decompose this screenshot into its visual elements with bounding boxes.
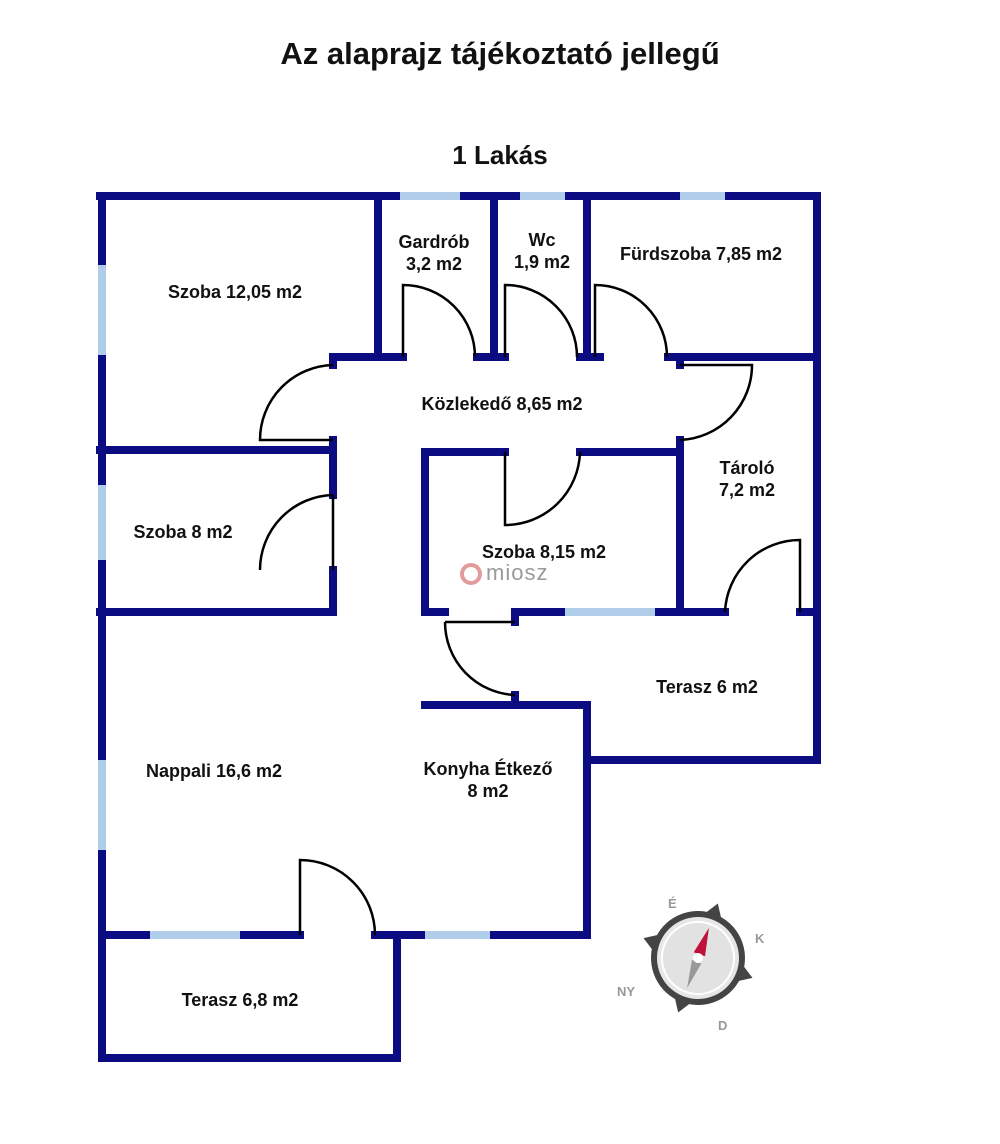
room-label: Terasz 6 m2: [656, 677, 758, 697]
room-label: Szoba 8,15 m2: [481, 542, 607, 562]
compass-south: D: [718, 1018, 727, 1033]
doors: [258, 283, 802, 936]
compass: [643, 903, 753, 1013]
compass-north: É: [668, 896, 677, 911]
watermark: miosz: [460, 560, 548, 586]
page-title: Az alaprajz tájékoztató jellegű: [280, 36, 720, 71]
room-label: Nappali 16,6 m2: [145, 761, 283, 781]
room-label: Közlekedő 8,65 m2: [421, 394, 583, 414]
watermark-logo-icon: [460, 563, 482, 586]
compass-east: K: [755, 931, 765, 946]
room-label: Fürdszoba 7,85 m2: [619, 244, 783, 264]
room-label: Szoba 12,05 m2: [167, 282, 303, 302]
compass-west: NY: [617, 984, 635, 999]
room-label: Szoba 8 m2: [133, 522, 233, 542]
room-label: Terasz 6,8 m2: [181, 990, 299, 1010]
unit-title: 1 Lakás: [452, 140, 548, 170]
windows: [98, 192, 725, 939]
compass-needle-icon: [693, 927, 709, 957]
